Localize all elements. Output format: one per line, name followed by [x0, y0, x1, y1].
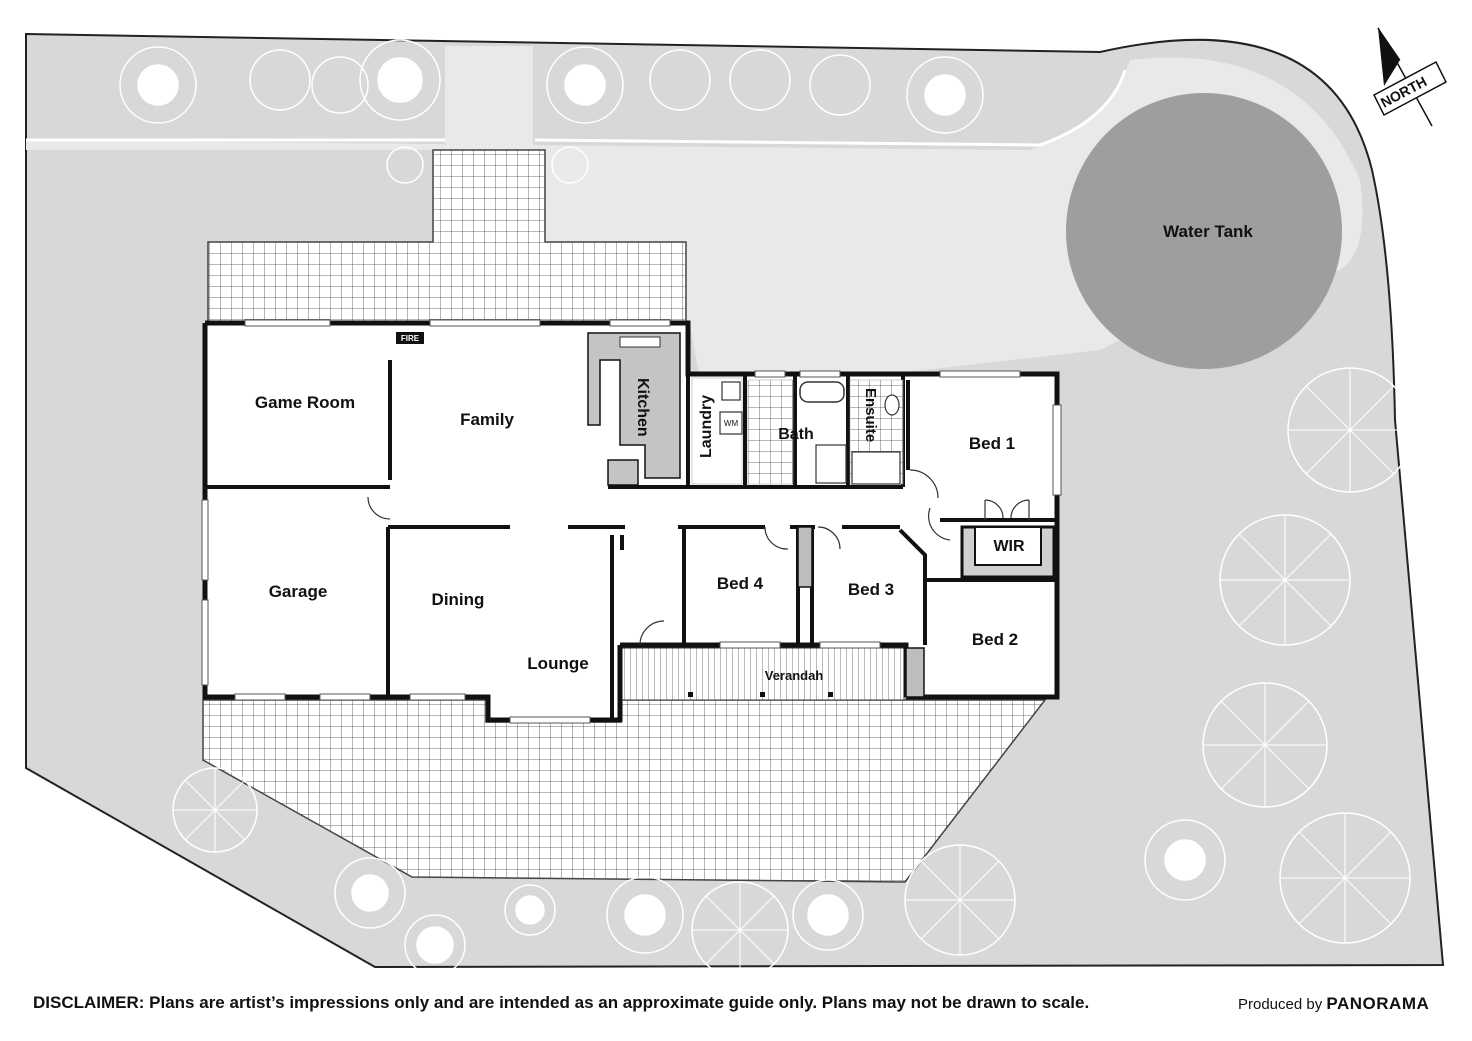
laundry-tub — [721, 381, 741, 401]
verandah-posts — [688, 692, 833, 697]
toilet-icon — [884, 394, 900, 416]
windows — [201, 319, 1062, 724]
ensuite-shower — [851, 451, 901, 485]
garage-label: Garage — [269, 582, 328, 601]
produced-by: Produced by PANORAMA — [1238, 994, 1429, 1014]
kitchen-bench — [587, 332, 681, 479]
family-label: Family — [460, 410, 514, 429]
wall-pillar-bed3 — [797, 526, 813, 588]
driveway-area — [26, 57, 1363, 380]
footer: DISCLAIMER: Plans are artist’s impressio… — [0, 988, 1472, 1028]
bath-label: Bath — [778, 426, 814, 443]
game-room-label: Game Room — [255, 393, 355, 412]
door-swings — [367, 469, 1030, 646]
house-floor — [205, 323, 1057, 720]
sink-icon — [619, 336, 661, 348]
fire-label: FIRE — [401, 334, 420, 343]
verandah-label: Verandah — [765, 668, 824, 683]
north-compass: NORTH — [1373, 27, 1447, 127]
wir-label: WIR — [993, 538, 1025, 555]
path-north — [445, 46, 533, 146]
bed2-label: Bed 2 — [972, 630, 1018, 649]
fridge — [607, 459, 639, 486]
kitchen-label: Kitchen — [634, 378, 651, 437]
produced-by-label: Produced by — [1238, 996, 1323, 1013]
bath-shower — [815, 444, 847, 484]
bath-floor — [747, 379, 794, 485]
brand-logo: PANORAMA — [1326, 994, 1430, 1013]
laundry-label: Laundry — [698, 395, 715, 458]
washing-machine — [719, 411, 743, 435]
wm-label: WM — [724, 419, 739, 428]
dining-label: Dining — [432, 590, 485, 609]
ensuite-label: Ensuite — [862, 388, 879, 442]
bed1-label: Bed 1 — [969, 434, 1015, 453]
floor-plan: Water Tank Verandah — [25, 27, 1447, 979]
bathtub — [799, 381, 845, 403]
water-tank — [1066, 93, 1342, 369]
disclaimer-text: DISCLAIMER: Plans are artist’s impressio… — [33, 993, 1090, 1012]
lounge-label: Lounge — [527, 654, 588, 673]
water-tank-label: Water Tank — [1163, 222, 1253, 241]
fire-box — [396, 332, 424, 344]
tree-spokes — [173, 368, 1412, 978]
bed3-label: Bed 3 — [848, 580, 894, 599]
bed4-label: Bed 4 — [717, 574, 764, 593]
wall-pillar-bed2 — [905, 647, 925, 698]
